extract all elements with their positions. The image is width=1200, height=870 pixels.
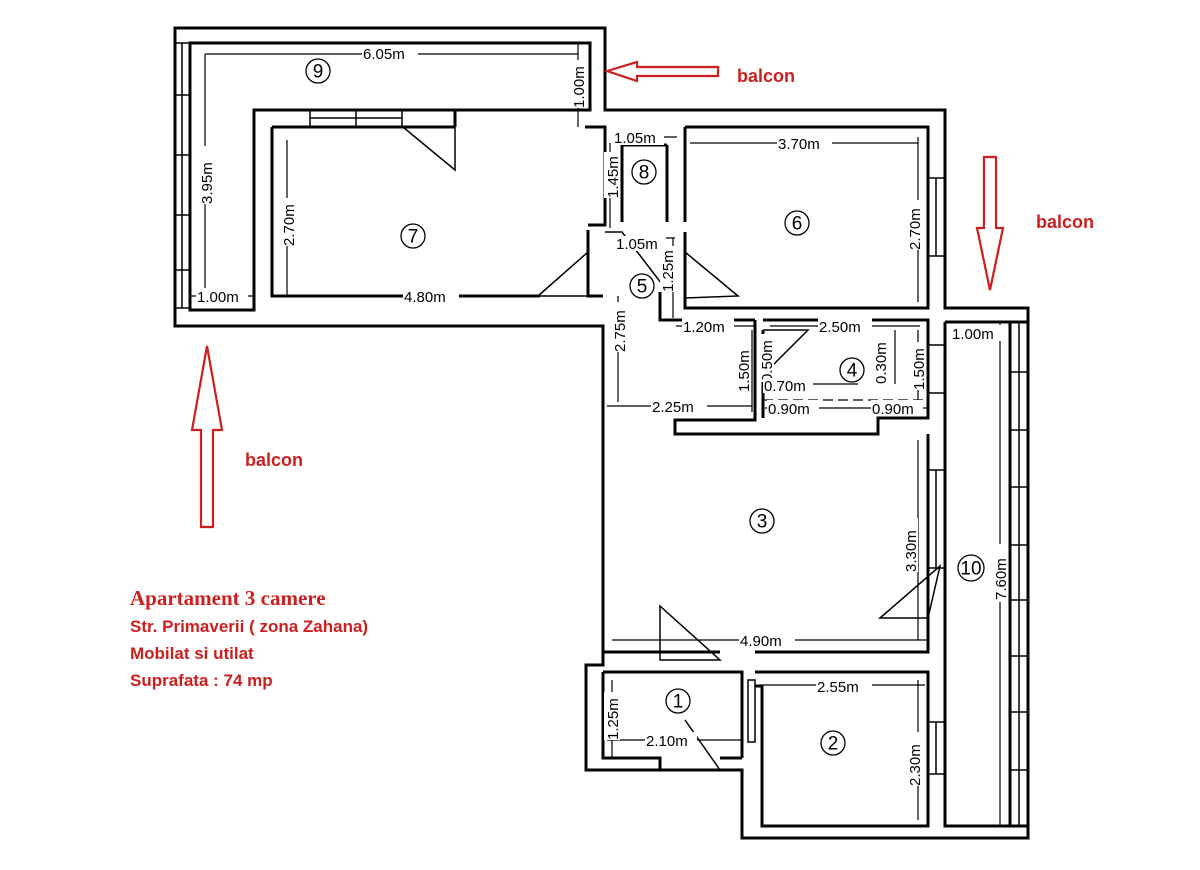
arrow-down-icon: [975, 155, 1005, 291]
dimension-labels: 6.05m 1.00m 3.95m 2.70m 1.00m 4.80m 1.05…: [196, 45, 1010, 786]
dim-8-door: 1.05m: [616, 236, 658, 253]
svg-text:9: 9: [313, 62, 324, 83]
dim-5-height: 1.25m: [660, 250, 677, 292]
room-7-label: 7: [400, 223, 426, 249]
svg-text:4: 4: [847, 361, 858, 382]
dim-2-height: 2.30m: [907, 744, 924, 786]
dim-7-width: 4.80m: [404, 289, 446, 306]
walls: [173, 26, 1030, 840]
room-numbers: 1 2 3 4 5 6 7 8 9 10: [305, 58, 985, 756]
dim-3-height: 3.30m: [903, 530, 920, 572]
svg-text:8: 8: [639, 163, 650, 184]
dim-6-width: 3.70m: [778, 136, 820, 153]
balcony-arrows: [190, 60, 1005, 529]
listing-area: Suprafata : 74 mp: [130, 671, 273, 690]
dim-7-balcony: 1.00m: [197, 289, 239, 306]
dim-2-width: 2.55m: [817, 679, 859, 696]
room-1-label: 1: [665, 688, 691, 714]
dim-9-depth: 1.00m: [571, 66, 588, 108]
room-6-label: 6: [784, 210, 810, 236]
dim-1-width: 2.10m: [646, 733, 688, 750]
svg-text:10: 10: [960, 559, 981, 580]
svg-text:3: 3: [757, 512, 768, 533]
dim-090b: 0.90m: [872, 401, 914, 418]
dim-8-height: 1.45m: [605, 156, 622, 198]
svg-text:6: 6: [792, 214, 803, 235]
arrow-left-icon: [603, 60, 720, 83]
room-8-label: 8: [631, 159, 657, 185]
dim-4-150: 1.50m: [911, 348, 928, 390]
dim-120: 1.20m: [683, 319, 725, 336]
dim-4-width: 2.50m: [819, 319, 861, 336]
balcony-label-right: balcon: [1036, 212, 1094, 232]
dim-7-height: 2.70m: [281, 204, 298, 246]
room-5-label: 5: [629, 273, 655, 299]
arrow-up-icon: [190, 345, 224, 529]
balcony-label-left: balcon: [245, 450, 303, 470]
svg-text:1: 1: [673, 692, 684, 713]
dim-10-width: 1.00m: [952, 326, 994, 343]
dim-hall-width: 2.25m: [652, 399, 694, 416]
dim-150a: 1.50m: [736, 350, 753, 392]
dim-9-width: 6.05m: [363, 46, 405, 63]
dim-090a: 0.90m: [768, 401, 810, 418]
dim-3-width: 4.90m: [740, 633, 782, 650]
dim-050: 0.50m: [759, 340, 776, 382]
dim-10-height: 7.60m: [993, 558, 1010, 600]
svg-text:2: 2: [828, 734, 839, 755]
room-10-label: 10: [957, 554, 985, 582]
room-4-label: 4: [839, 357, 865, 383]
listing-address: Str. Primaverii ( zona Zahana): [130, 617, 369, 636]
room-3-label: 3: [749, 508, 775, 534]
svg-text:7: 7: [408, 227, 419, 248]
listing-info: Apartament 3 camere Str. Primaverii ( zo…: [130, 586, 368, 698]
dim-hall-height: 2.75m: [612, 310, 629, 352]
dim-1-height: 1.25m: [605, 698, 622, 740]
listing-features: Mobilat si utilat: [130, 644, 254, 663]
room-9-label: 9: [305, 58, 331, 84]
windows: [174, 42, 1029, 827]
balcony-label-top: balcon: [737, 66, 795, 86]
dim-6-height: 2.70m: [907, 208, 924, 250]
listing-title: Apartament 3 camere: [130, 586, 326, 610]
room-2-label: 2: [820, 730, 846, 756]
svg-text:5: 5: [637, 277, 648, 298]
dim-9-height: 3.95m: [199, 162, 216, 204]
doors: [402, 126, 942, 771]
dim-070: 0.70m: [764, 378, 806, 395]
dim-4-030: 0.30m: [873, 342, 890, 384]
dim-8-width: 1.05m: [614, 130, 656, 147]
